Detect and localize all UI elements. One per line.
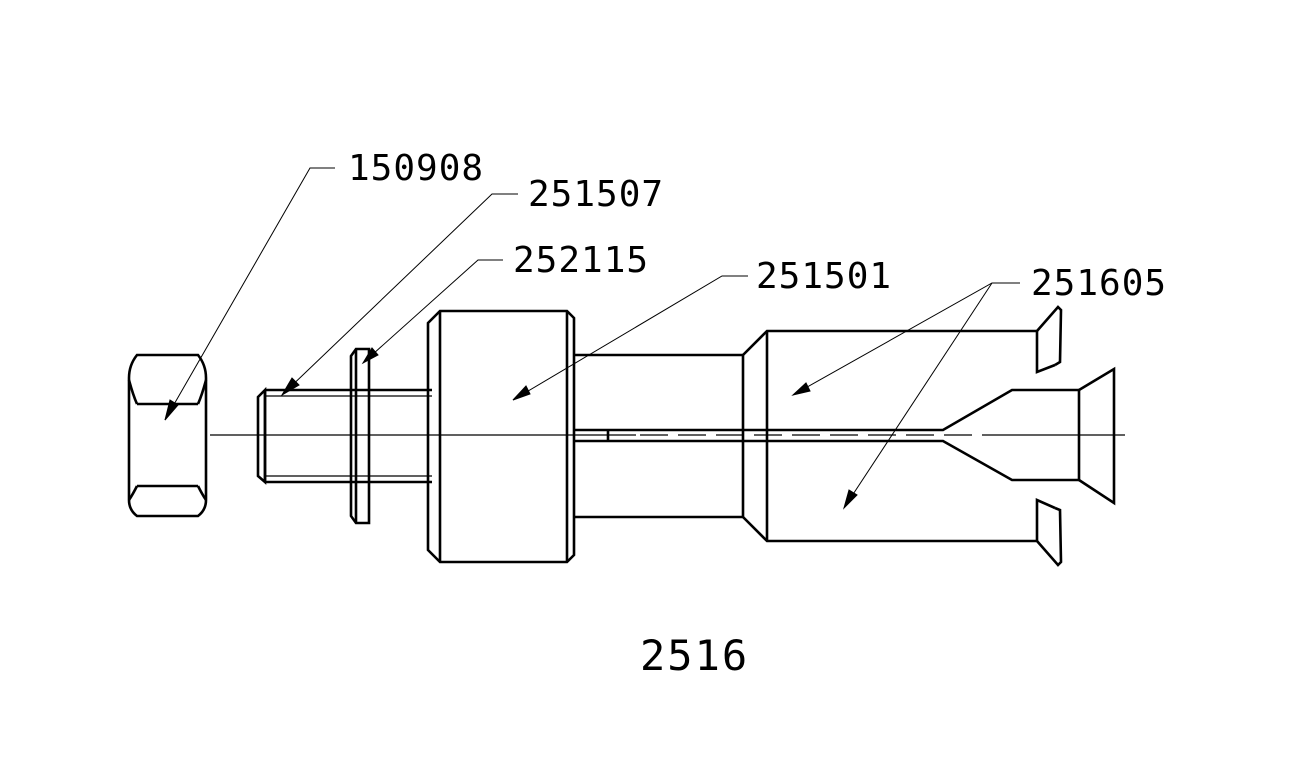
expansion-shell <box>742 305 1116 567</box>
callout-label-washer: 252115 <box>513 240 649 281</box>
assembly-number: 2516 <box>640 631 749 680</box>
leader-shell <box>791 282 1020 510</box>
hex-nut <box>127 353 208 518</box>
washer <box>349 347 371 525</box>
threaded-bolt <box>256 386 432 485</box>
callout-label-shell: 251605 <box>1031 263 1167 304</box>
callout-label-bolt: 251507 <box>528 174 664 215</box>
leader-bolt <box>280 193 518 397</box>
cylinder-body <box>426 309 745 564</box>
leader-nut <box>164 167 335 421</box>
callout-label-body: 251501 <box>756 256 892 297</box>
callout-label-nut: 150908 <box>348 148 484 189</box>
leader-body <box>512 275 748 401</box>
leader-washer <box>361 259 503 365</box>
